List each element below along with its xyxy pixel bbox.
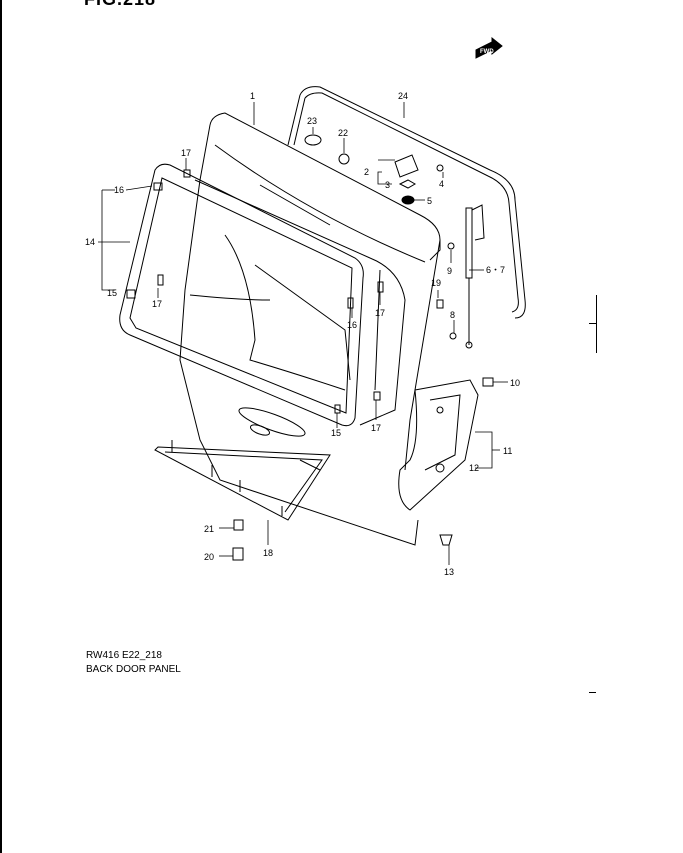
side-trim — [398, 379, 479, 511]
callout-15b: 15 — [331, 428, 341, 438]
callout-17d: 17 — [371, 423, 381, 433]
fwd-label: FWD — [480, 49, 494, 55]
callout-17b: 17 — [152, 299, 162, 309]
callout-20: 20 — [204, 552, 214, 562]
callout-10: 10 — [510, 378, 520, 388]
callout-17c: 17 — [375, 308, 385, 318]
garnish-strip — [154, 440, 331, 521]
callout-17a: 17 — [181, 148, 191, 158]
callout-15a: 15 — [107, 288, 117, 298]
back-door-outer-panel — [179, 112, 441, 546]
callout-9: 9 — [447, 266, 452, 276]
callout-12: 12 — [469, 463, 479, 473]
figure-code: RW416 E22_218 — [86, 650, 162, 661]
weatherstrip — [287, 86, 526, 319]
callout-21: 21 — [204, 524, 214, 534]
callout-8: 8 — [450, 310, 455, 320]
leader-lines — [98, 102, 508, 565]
callouts: 1 24 23 22 2 3 4 5 9 6・7 19 8 10 11 12 1… — [85, 91, 520, 577]
callout-4: 4 — [439, 179, 444, 189]
fwd-arrow-icon: FWD — [475, 36, 503, 59]
callout-11: 11 — [503, 446, 512, 456]
edge-mark-dash-2 — [589, 692, 596, 693]
callout-24: 24 — [398, 91, 408, 101]
callout-5: 5 — [427, 196, 432, 206]
callout-22: 22 — [338, 128, 348, 138]
callout-16b: 16 — [347, 320, 357, 330]
small-parts — [126, 134, 494, 561]
callout-6-7: 6・7 — [486, 265, 505, 275]
hinge — [394, 154, 444, 205]
callout-14: 14 — [85, 237, 95, 247]
page-border-left — [0, 0, 2, 853]
callout-1: 1 — [250, 91, 255, 101]
callout-13: 13 — [444, 567, 454, 577]
callout-23: 23 — [307, 116, 317, 126]
window-glass — [119, 163, 364, 427]
figure-caption: BACK DOOR PANEL — [86, 664, 181, 675]
edge-mark-vertical — [596, 295, 597, 353]
callout-2: 2 — [364, 167, 369, 177]
callout-3: 3 — [385, 180, 390, 190]
callout-19: 19 — [431, 278, 441, 288]
gas-strut — [447, 204, 485, 349]
figure-title: FIG.218 — [84, 0, 156, 10]
callout-16a: 16 — [114, 185, 124, 195]
callout-18: 18 — [263, 548, 273, 558]
edge-mark-dash — [589, 323, 596, 324]
